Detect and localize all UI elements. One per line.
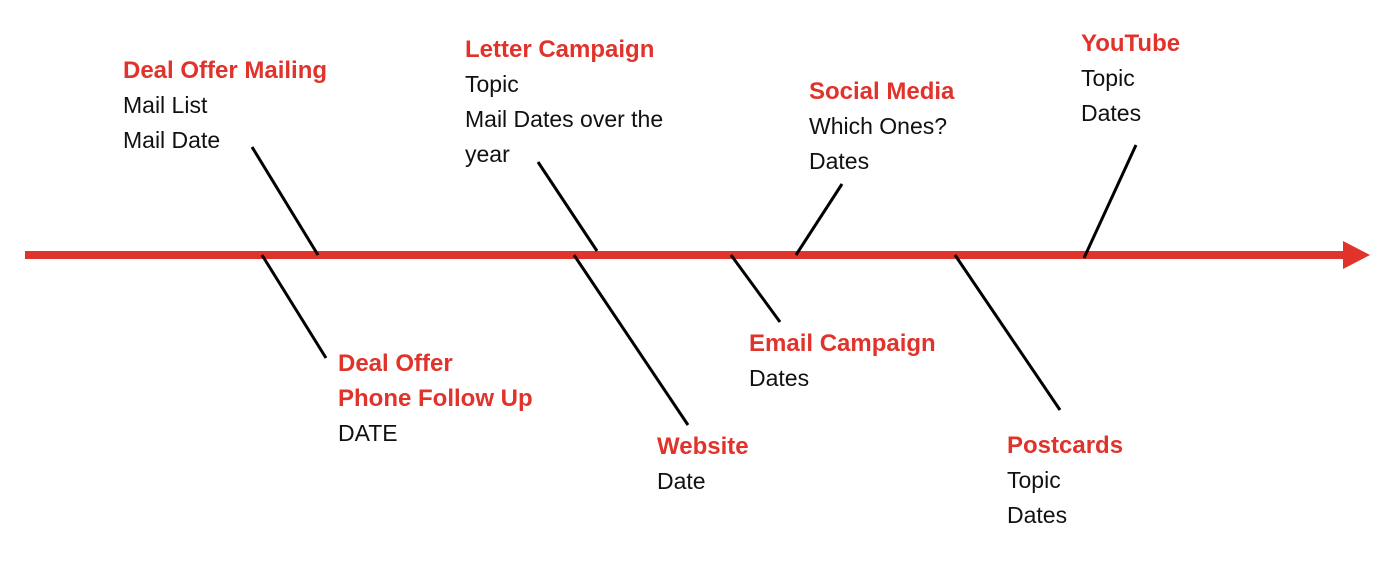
node-line: Topic xyxy=(1007,467,1061,493)
node-title: Social Media xyxy=(809,78,955,105)
node-website: Website Date xyxy=(657,429,749,499)
node-deal-offer-mailing: Deal Offer Mailing Mail List Mail Date xyxy=(123,53,327,158)
node-title: Website xyxy=(657,433,749,460)
node-title: Email Campaign xyxy=(749,330,936,357)
node-social-media: Social Media Which Ones? Dates xyxy=(809,74,954,179)
branch-youtube xyxy=(1082,144,1138,259)
node-line: Date xyxy=(657,468,706,494)
node-line: DATE xyxy=(338,420,398,446)
node-line: Dates xyxy=(1081,100,1142,126)
branch-social-media xyxy=(794,183,844,256)
node-email-campaign: Email Campaign Dates xyxy=(749,326,936,396)
branch-postcards xyxy=(953,254,1062,411)
node-line: year xyxy=(465,141,510,167)
branch-deal-offer-phone xyxy=(260,254,328,359)
node-line: Mail Dates over the xyxy=(465,106,664,132)
node-line: Which Ones? xyxy=(809,113,948,139)
node-title: Deal Offer Mailing xyxy=(123,57,328,84)
node-title: Phone Follow Up xyxy=(338,385,533,412)
node-deal-offer-phone-follow-up: Deal Offer Phone Follow Up DATE xyxy=(338,346,533,451)
node-postcards: Postcards Topic Dates xyxy=(1007,428,1123,533)
node-youtube: YouTube Topic Dates xyxy=(1081,26,1180,131)
node-line: Mail Date xyxy=(123,127,221,153)
node-title: Postcards xyxy=(1007,432,1124,459)
node-title: YouTube xyxy=(1081,30,1181,57)
node-line: Dates xyxy=(809,148,870,174)
branch-deal-offer-mailing xyxy=(250,146,320,256)
node-line: Dates xyxy=(749,365,810,391)
node-line: Mail List xyxy=(123,92,208,118)
node-letter-campaign: Letter Campaign Topic Mail Dates over th… xyxy=(465,32,663,172)
node-line: Topic xyxy=(465,71,519,97)
branch-letter-campaign xyxy=(536,161,599,252)
node-line: Dates xyxy=(1007,502,1068,528)
timeline-arrowhead xyxy=(1343,241,1370,269)
node-line: Topic xyxy=(1081,65,1135,91)
branch-email-campaign xyxy=(729,254,782,323)
branch-website xyxy=(572,254,690,426)
node-title: Letter Campaign xyxy=(465,36,655,63)
node-title: Deal Offer xyxy=(338,350,453,377)
